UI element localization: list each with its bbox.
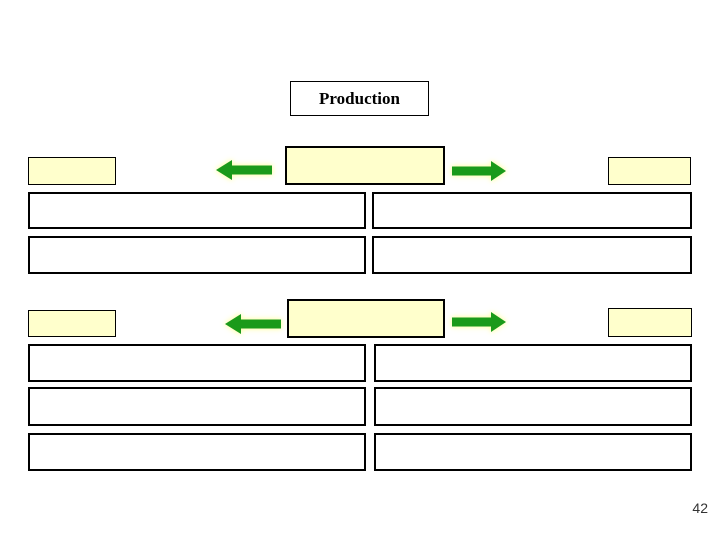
- group2-left-yellow-box: [28, 310, 116, 337]
- group2-detail-box-left-1: [28, 344, 366, 382]
- group1-left-yellow-box: [28, 157, 116, 185]
- page-number: 42: [692, 500, 708, 516]
- arrow-left-shape: [216, 160, 272, 180]
- group2-detail-box-right-2: [374, 387, 692, 426]
- title-box: Production: [290, 81, 429, 116]
- group1-right-yellow-box: [608, 157, 691, 185]
- group2-detail-box-right-3: [374, 433, 692, 471]
- group2-center-yellow-box: [287, 299, 445, 338]
- group1-center-yellow-box: [285, 146, 445, 185]
- arrow-left-shape: [225, 314, 281, 334]
- arrow-right-icon: [452, 312, 506, 332]
- arrow-right-shape: [452, 161, 506, 181]
- arrow-right-icon: [452, 161, 506, 181]
- group2-detail-box-right-1: [374, 344, 692, 382]
- arrow-right-shape: [452, 312, 506, 332]
- group1-detail-box-left-2: [28, 236, 366, 274]
- slide-title: Production: [319, 88, 400, 108]
- group1-detail-box-right-2: [372, 236, 692, 274]
- group2-detail-box-left-3: [28, 433, 366, 471]
- arrow-left-icon: [225, 314, 281, 334]
- group2-detail-box-left-2: [28, 387, 366, 426]
- group2-right-yellow-box: [608, 308, 692, 337]
- group1-detail-box-right-1: [372, 192, 692, 229]
- group1-detail-box-left-1: [28, 192, 366, 229]
- arrow-left-icon: [216, 160, 272, 180]
